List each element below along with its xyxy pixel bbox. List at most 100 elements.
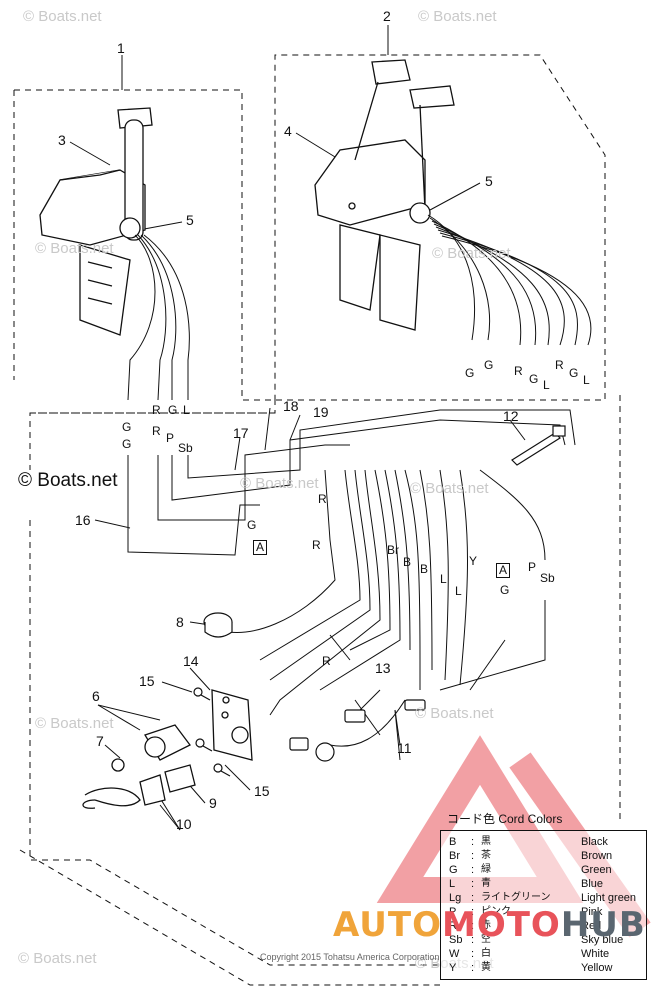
logo-text-part: AUTO xyxy=(333,905,442,945)
harness-boundary xyxy=(29,395,621,966)
callout-2: 2 xyxy=(383,8,391,24)
callout-6: 6 xyxy=(92,688,100,704)
logo-text-part: MOTO xyxy=(441,905,561,945)
legend-english-name: Brown xyxy=(581,850,613,862)
watermark-text: © Boats.net xyxy=(23,8,102,25)
legend-english-name: Green xyxy=(581,864,612,876)
copyright-text: Copyright 2015 Tohatsu America Corporati… xyxy=(260,952,440,962)
legend-colon: : xyxy=(471,850,475,862)
wire-label: Sb xyxy=(540,571,555,585)
legend-english-name: Pink xyxy=(581,906,603,918)
callout-15: 15 xyxy=(254,783,270,799)
legend-english-name: White xyxy=(581,948,610,960)
single-lever-remote-control xyxy=(39,107,153,336)
grommet-part xyxy=(203,612,233,638)
watermark-text: © Boats.net xyxy=(410,480,489,497)
legend-code: B xyxy=(449,836,457,848)
legend-colon: : xyxy=(471,934,475,946)
legend-colon: : xyxy=(471,948,475,960)
legend-row: W: 白 White xyxy=(441,947,646,961)
legend-row: L: 青 Blue xyxy=(441,877,646,891)
emergency-stop-switch xyxy=(82,764,196,809)
legend-japanese-name: 黒 xyxy=(481,836,491,847)
wire-label: G xyxy=(569,366,579,380)
legend-english-name: Light green xyxy=(581,892,637,904)
legend-row: P: ピンク Pink xyxy=(441,905,646,919)
legend-japanese-name: 青 xyxy=(481,878,491,889)
legend-code: G xyxy=(449,864,458,876)
legend-code: W xyxy=(449,948,460,960)
watermark-text-prominent: © Boats.net xyxy=(18,470,118,491)
wire-label: Sb xyxy=(178,441,193,455)
callout-12: 12 xyxy=(503,408,519,424)
group-1-boundary xyxy=(14,54,606,401)
legend-japanese-name: ピンク xyxy=(481,906,511,917)
legend-japanese-name: 赤 xyxy=(481,920,491,931)
callout-5: 5 xyxy=(485,173,493,189)
legend-colon: : xyxy=(471,962,475,974)
wire-label: Br xyxy=(387,543,399,557)
main-switch xyxy=(111,724,191,772)
wire-label: R xyxy=(322,654,331,668)
legend-japanese-name: ライトグリーン xyxy=(481,892,551,903)
legend-colon: : xyxy=(471,878,475,890)
legend-japanese-name: 白 xyxy=(481,948,491,959)
wire-label: B xyxy=(403,555,412,569)
wire-label: R xyxy=(312,538,321,552)
switch-panel xyxy=(211,689,253,761)
wire-label: P xyxy=(166,431,175,445)
callout-4: 4 xyxy=(284,123,292,139)
callout-5: 5 xyxy=(186,212,194,228)
wire-label: G xyxy=(465,366,475,380)
wire-label: G xyxy=(500,583,510,597)
legend-japanese-name: 茶 xyxy=(481,850,491,861)
legend-english-name: Red xyxy=(581,920,602,932)
legend-japanese-name: 緑 xyxy=(481,864,491,875)
cable-tie xyxy=(511,425,566,466)
callout-11: 11 xyxy=(397,740,412,756)
callout-9: 9 xyxy=(209,795,217,811)
legend-colon: : xyxy=(471,906,475,918)
legend-colon: : xyxy=(471,892,475,904)
legend-english-name: Black xyxy=(581,836,608,848)
callout-7: 7 xyxy=(96,733,104,749)
automotohub-logo: AUTOMOTOHUB xyxy=(333,905,646,945)
callout-15: 15 xyxy=(139,673,155,689)
legend-english-name: Sky blue xyxy=(581,934,624,946)
wire-label: P xyxy=(528,560,537,574)
watermark-text: © Boats.net xyxy=(432,245,511,262)
wire-label: L xyxy=(543,378,550,392)
wire-label: B xyxy=(420,562,429,576)
wire-label: L xyxy=(583,373,590,387)
callout-14: 14 xyxy=(183,653,199,669)
legend-english-name: Blue xyxy=(581,878,604,890)
wire-label: G xyxy=(484,358,494,372)
wire-label: R xyxy=(318,492,327,506)
legend-code: L xyxy=(449,878,456,890)
legend-title: コード色 Cord Colors xyxy=(447,812,563,826)
legend-code: Y xyxy=(449,962,457,974)
wire-label: L xyxy=(183,403,190,417)
watermark-text: © Boats.net xyxy=(418,8,497,25)
legend-code: Sb xyxy=(449,934,463,946)
wire-label: R xyxy=(152,424,161,438)
wire-label: G xyxy=(122,420,132,434)
screws xyxy=(193,687,231,777)
wire-label: G xyxy=(529,372,539,386)
callout-16: 16 xyxy=(75,512,91,528)
outer-boundary xyxy=(19,849,440,986)
legend-row: G: 緑 Green xyxy=(441,863,646,877)
watermark-text: © Boats.net xyxy=(415,705,494,722)
connector-ref-box: A xyxy=(496,563,511,578)
legend-code: P xyxy=(449,906,457,918)
connector-ref-box: A xyxy=(253,540,268,555)
legend-colon: : xyxy=(471,864,475,876)
watermark-text: © Boats.net xyxy=(35,715,114,732)
